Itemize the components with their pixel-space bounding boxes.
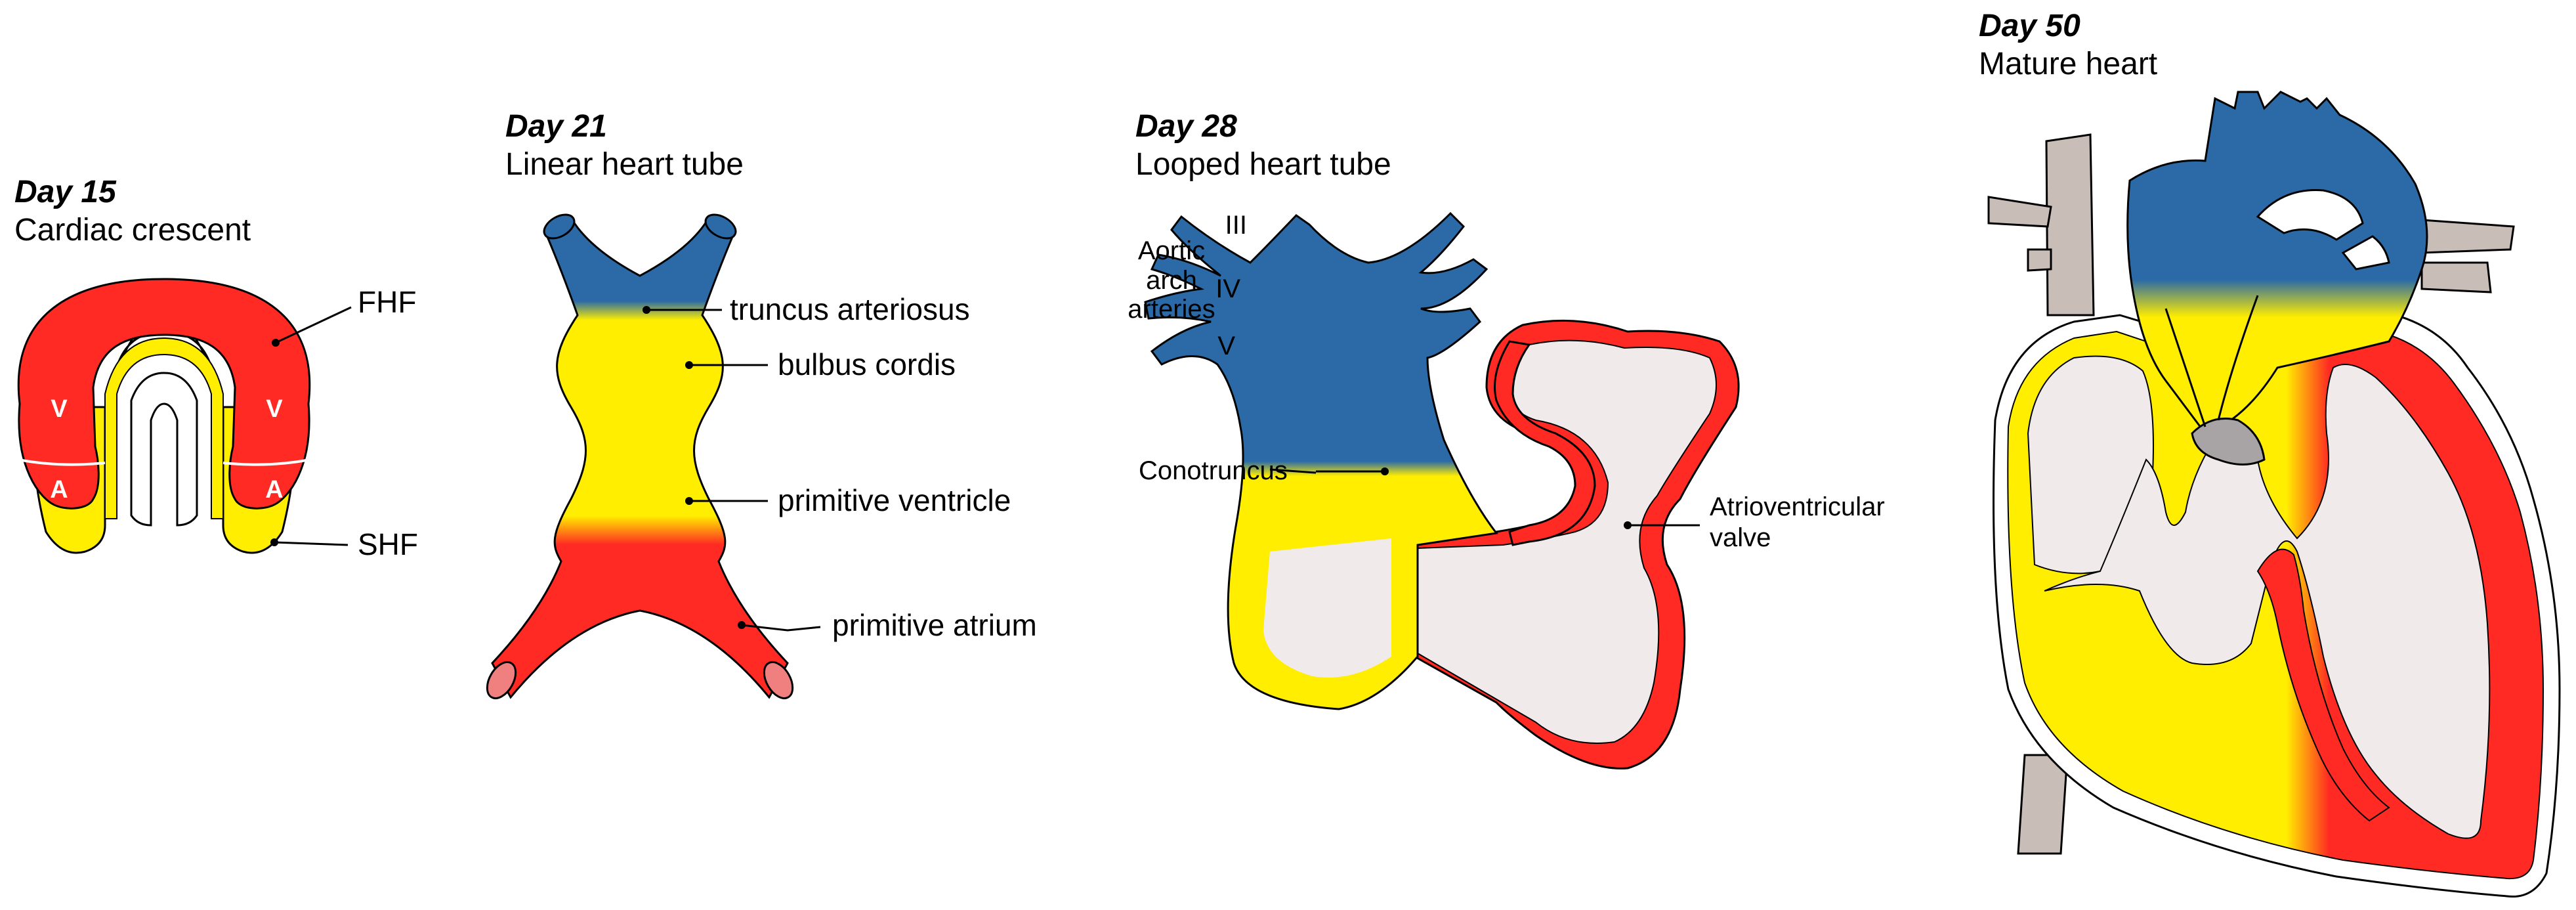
shf-leader xyxy=(274,541,348,546)
right-pulmonary-stub xyxy=(2420,219,2515,254)
aortic-arch-window xyxy=(2256,189,2364,241)
arch-v-label: V xyxy=(1217,332,1235,360)
conotruncus-leader xyxy=(1269,468,1317,474)
arch-iv-label: IV xyxy=(1215,274,1240,303)
day15-stage-title: Cardiac crescent xyxy=(14,213,251,248)
truncus-label: truncus arteriosus xyxy=(730,292,970,326)
atrium-leader-dot xyxy=(738,621,746,629)
great-arteries xyxy=(2126,91,2428,435)
day21-outflow-right-end xyxy=(704,213,737,240)
aortic-arch-window-2 xyxy=(2341,235,2390,271)
ventricle-label: primitive ventricle xyxy=(778,483,1011,517)
left-pulmonary-stub-2 xyxy=(2027,248,2052,272)
shf-leader-dot xyxy=(270,538,278,546)
day15-a-left: A xyxy=(50,476,68,504)
interventricular-septum xyxy=(2256,548,2390,822)
day50-stage-title: Mature heart xyxy=(1979,47,2157,81)
aortic-label-1: Aortic xyxy=(1138,236,1205,265)
shf-label: SHF xyxy=(358,527,418,561)
conotruncus-label: Conotruncus xyxy=(1139,456,1288,485)
conotruncus-and-arches xyxy=(1144,211,1498,710)
shf-inner-lining xyxy=(104,337,224,519)
day21-stage-title: Linear heart tube xyxy=(505,147,744,182)
fhf-leader-dot xyxy=(272,339,280,347)
ventricle-leader-dot xyxy=(685,497,693,505)
left-pulmonary-stub xyxy=(1987,196,2052,228)
aortic-label-2: arch xyxy=(1146,266,1197,295)
panel-day50: Day 50 Mature heart xyxy=(1979,9,2561,898)
fhf-horseshoe xyxy=(17,278,311,509)
bulbus-leader-dot xyxy=(685,361,693,369)
fhf-leader xyxy=(275,306,352,344)
va-divider-left xyxy=(18,458,106,466)
ivc-vessel xyxy=(2017,754,2069,855)
panel-day15: Day 15 Cardiac crescent V V A A FHF SHF xyxy=(14,175,418,561)
svc-vessel xyxy=(2045,133,2095,316)
fhf-label: FHF xyxy=(358,285,416,319)
day28-day-title: Day 28 xyxy=(1135,109,1237,144)
truncus-leader-dot xyxy=(643,306,650,314)
bulbus-label: bulbus cordis xyxy=(778,347,956,381)
day21-inflow-right-end xyxy=(763,661,794,699)
semilunar-valve xyxy=(2191,418,2266,466)
u-white-gap xyxy=(130,372,198,527)
aortic-label-3: arteries xyxy=(1128,295,1215,324)
panel-day28: Day 28 Looped heart tube III IV V Aortic… xyxy=(1128,109,1885,769)
panel-day21: Day 21 Linear heart tube truncus arterio… xyxy=(486,109,1037,699)
day15-a-right: A xyxy=(265,476,283,504)
looped-inner-cavity xyxy=(1417,339,1717,744)
va-divider-right xyxy=(222,458,310,466)
day50-day-title: Day 50 xyxy=(1979,9,2080,43)
atrium-label: primitive atrium xyxy=(832,608,1037,642)
right-pulmonary-stub-2 xyxy=(2420,261,2492,293)
conotruncus-pale-notch xyxy=(1263,538,1391,678)
outflow-septum-line xyxy=(2164,295,2259,427)
av-valve-leader-dot xyxy=(1624,521,1632,529)
day21-day-title: Day 21 xyxy=(505,109,607,144)
day15-day-title: Day 15 xyxy=(14,175,117,209)
linear-heart-tube xyxy=(491,219,789,699)
day15-v-right: V xyxy=(266,395,283,423)
av-label-1: Atrioventricular xyxy=(1710,492,1885,521)
red-left-margin xyxy=(1494,340,1596,546)
day21-inflow-left-end xyxy=(486,661,517,699)
av-label-2: valve xyxy=(1710,523,1771,552)
atrium-leader xyxy=(741,624,821,632)
day21-outflow-left-end xyxy=(543,213,576,240)
day15-v-left: V xyxy=(51,395,68,423)
arch-iii-label: III xyxy=(1225,211,1247,240)
day28-stage-title: Looped heart tube xyxy=(1135,147,1391,182)
